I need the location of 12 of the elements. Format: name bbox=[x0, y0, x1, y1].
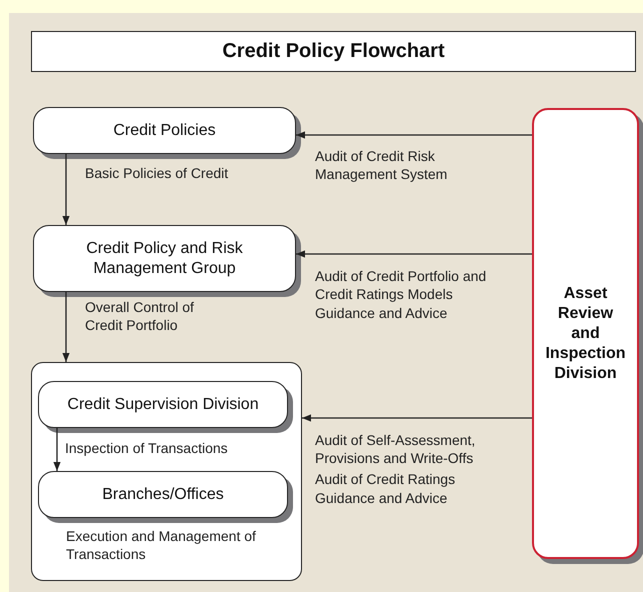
node-label: Branches/Offices bbox=[101, 484, 225, 504]
node-label: Credit Policies bbox=[112, 120, 217, 140]
arrow bbox=[62, 154, 70, 225]
title: Credit Policy Flowchart bbox=[31, 31, 636, 72]
arrow bbox=[296, 250, 532, 258]
arrow bbox=[302, 414, 532, 422]
arrow bbox=[62, 292, 70, 362]
node-label: Credit Policy and Risk Management Group bbox=[85, 238, 244, 278]
arrow bbox=[53, 428, 61, 471]
arrow bbox=[296, 131, 532, 139]
node-label: Credit Supervision Division bbox=[66, 394, 260, 414]
node-label: Asset Review and Inspection Division bbox=[544, 284, 626, 384]
